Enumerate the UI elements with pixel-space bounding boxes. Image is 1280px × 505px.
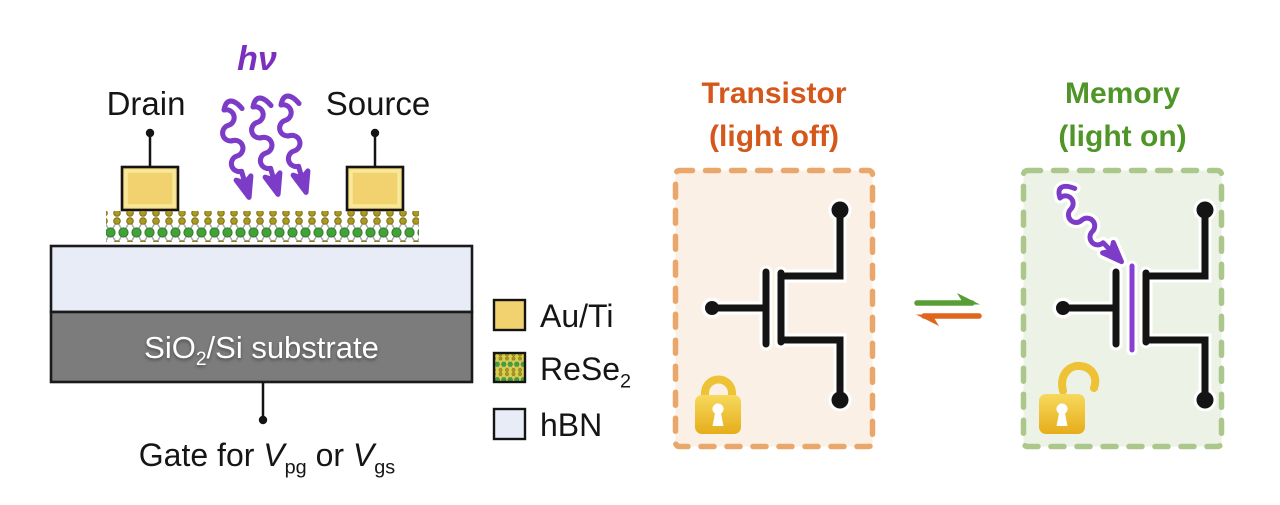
drain-contact	[120, 165, 180, 212]
source-contact	[345, 165, 405, 212]
lock-closed-icon	[695, 375, 741, 434]
source-node-dot	[831, 391, 849, 409]
rese2-texture-swatch	[492, 351, 527, 384]
lock-open-icon	[1039, 361, 1100, 434]
hbn-swatch	[492, 407, 527, 441]
transistor-symbol	[708, 208, 844, 402]
hbn-layer	[49, 244, 474, 314]
gate-terminal-dot	[258, 415, 268, 425]
device-cross-section	[49, 93, 474, 425]
drain-node-dot	[831, 201, 849, 219]
substrate-label: SiO2/Si substrate	[144, 330, 379, 371]
source-terminal-dot	[370, 128, 380, 138]
transistor-state-card	[672, 167, 876, 450]
drain-label: Drain	[106, 85, 186, 122]
photon-arrows-icon	[214, 93, 323, 199]
equilibrium-arrows-icon	[914, 293, 982, 326]
source-contact-highlight	[349, 169, 401, 208]
gold-swatch	[492, 298, 527, 332]
legend-label-hbn: hBN	[540, 407, 603, 443]
drain-contact-highlight	[124, 169, 176, 208]
light-hv-label: hν	[237, 40, 277, 78]
legend-swatches	[492, 298, 527, 441]
substrate-layer	[49, 310, 474, 384]
source-node-dot	[1196, 391, 1214, 409]
gate-label: Gate for Vpg or Vgs	[138, 437, 396, 479]
drain-terminal-dot	[145, 128, 155, 138]
rese2-layer	[106, 211, 419, 242]
drain-node-dot	[1196, 201, 1214, 219]
source-label: Source	[325, 85, 431, 122]
memory-card-title: Memory (light on)	[1058, 77, 1187, 153]
contact-leads	[148, 135, 377, 168]
legend-label-rese2: ReSe2	[540, 351, 632, 393]
legend-label-auti: Au/Ti	[540, 298, 614, 334]
gate-node-dot	[705, 301, 719, 315]
memory-transistor-symbol	[1059, 208, 1209, 402]
gate-node-dot	[1056, 301, 1070, 315]
memory-state-card	[1020, 167, 1225, 450]
transistor-card-title: Transistor (light off)	[701, 77, 847, 153]
